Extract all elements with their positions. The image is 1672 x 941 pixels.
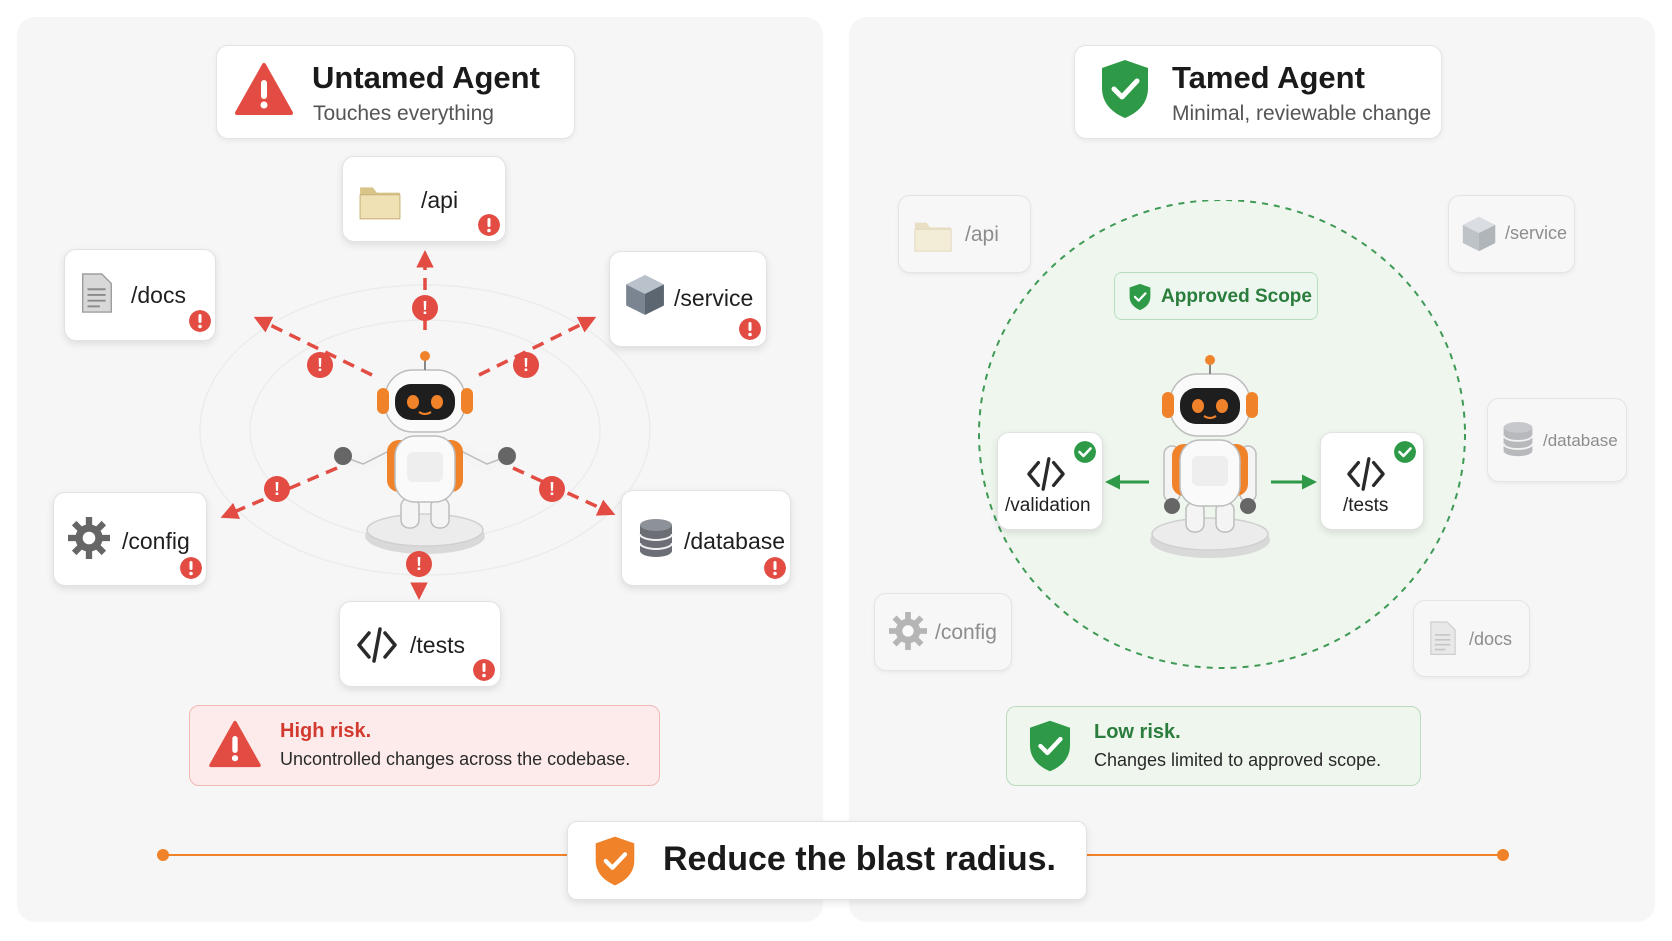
node-docs-out-of-scope: /docs	[1413, 600, 1530, 677]
alert-icon	[189, 310, 211, 332]
code-icon	[1027, 457, 1065, 491]
untamed-title: Untamed Agent	[312, 60, 540, 95]
check-icon	[1394, 441, 1416, 463]
node-validation-label: /validation	[1005, 495, 1091, 516]
alert-icon	[180, 557, 202, 579]
approved-scope-label: Approved Scope	[1161, 286, 1312, 307]
node-database-label: /database	[1543, 431, 1618, 450]
low-risk-description: Changes limited to approved scope.	[1094, 750, 1382, 770]
footer-title: Reduce the blast radius.	[663, 840, 1056, 878]
alert-icon	[764, 557, 786, 579]
node-tests-label: /tests	[410, 632, 465, 658]
node-service-label: /service	[674, 285, 754, 311]
shield-check-icon	[1029, 720, 1071, 772]
node-database-out-of-scope: /database	[1487, 398, 1627, 482]
high-risk-callout: High risk. Uncontrolled changes across t…	[189, 705, 660, 786]
tamed-header-card: Tamed Agent Minimal, reviewable change	[1074, 45, 1442, 139]
tamed-scope-diagram	[978, 200, 1466, 669]
cube-icon	[1462, 216, 1496, 252]
high-risk-title: High risk.	[280, 720, 372, 742]
untamed-subtitle: Touches everything	[313, 102, 494, 125]
footer-banner: Reduce the blast radius.	[567, 821, 1087, 900]
arrow-to-docs	[253, 316, 373, 377]
alert-icon: !	[412, 295, 438, 321]
warning-triangle-icon	[235, 63, 293, 115]
check-icon	[1074, 441, 1096, 463]
document-icon	[81, 273, 113, 314]
folder-icon	[914, 222, 952, 252]
alert-icon: !	[264, 476, 290, 502]
cube-icon	[626, 275, 664, 315]
node-docs-label: /docs	[1469, 629, 1513, 649]
code-icon	[1347, 457, 1385, 491]
node-tests-approved-label: /tests	[1343, 495, 1389, 516]
gear-icon	[889, 612, 927, 650]
node-service-label: /service	[1505, 223, 1568, 243]
node-api-label: /api	[421, 187, 459, 213]
node-config: /config	[53, 492, 207, 586]
folder-icon	[359, 186, 401, 220]
alert-icon: !	[406, 551, 432, 577]
alert-icon: !	[513, 352, 539, 378]
node-tests: /tests	[339, 601, 501, 687]
node-config-label: /config	[935, 621, 997, 644]
tamed-title: Tamed Agent	[1172, 60, 1365, 95]
high-risk-description: Uncontrolled changes across the codebase…	[280, 749, 631, 769]
shield-check-icon	[1102, 60, 1148, 118]
untamed-header-card: Untamed Agent Touches everything	[216, 45, 575, 139]
node-database: /database	[621, 490, 791, 586]
node-api: /api	[342, 156, 506, 242]
node-config-label: /config	[122, 528, 190, 554]
database-icon	[1502, 421, 1534, 458]
warning-triangle-icon	[209, 720, 261, 768]
node-config-out-of-scope: /config	[874, 593, 1012, 671]
alert-icon	[478, 214, 500, 236]
node-validation: /validation	[997, 432, 1103, 530]
code-icon	[357, 627, 397, 663]
untamed-robot	[334, 350, 516, 555]
document-icon	[1430, 621, 1456, 656]
database-icon	[639, 518, 673, 558]
approved-scope-pill: Approved Scope	[1114, 272, 1318, 320]
alert-icon	[473, 659, 495, 681]
low-risk-title: Low risk.	[1094, 721, 1181, 743]
alert-icon: !	[307, 352, 333, 378]
gear-icon	[68, 517, 110, 559]
node-docs: /docs	[64, 249, 216, 341]
node-docs-label: /docs	[131, 282, 186, 308]
node-tests-approved: /tests	[1320, 432, 1424, 530]
node-api-label: /api	[965, 223, 999, 246]
alert-icon: !	[539, 476, 565, 502]
shield-check-icon	[595, 836, 635, 886]
node-api-out-of-scope: /api	[898, 195, 1031, 273]
node-service: /service	[609, 251, 767, 347]
alert-icon	[739, 318, 761, 340]
node-service-out-of-scope: /service	[1448, 195, 1575, 273]
shield-check-icon	[1129, 283, 1151, 311]
low-risk-callout: Low risk. Changes limited to approved sc…	[1006, 706, 1421, 786]
arrow-to-service	[478, 316, 597, 377]
arrow-to-database	[512, 466, 616, 516]
tamed-subtitle: Minimal, reviewable change	[1172, 102, 1432, 125]
node-database-label: /database	[684, 528, 786, 554]
